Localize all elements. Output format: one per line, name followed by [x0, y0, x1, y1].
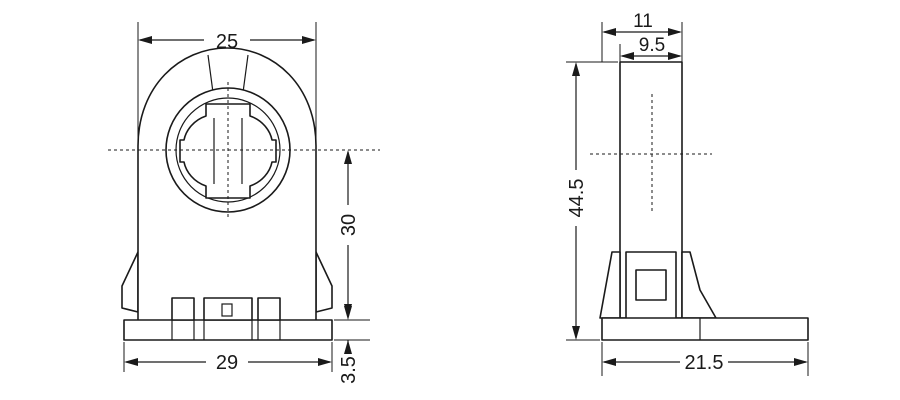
socket-slot	[213, 118, 243, 184]
side-base-plate	[601, 317, 809, 341]
dim-9-5-arrow-left	[620, 52, 634, 60]
dim-29-arrow-right	[318, 358, 332, 366]
left-latch	[121, 251, 139, 313]
dim-25-label: 25	[216, 31, 238, 53]
front-view: 25 30 29 3.5	[108, 22, 380, 384]
dim-21-5-arrow-right	[794, 358, 808, 366]
dim-25-arrow-right	[302, 36, 316, 44]
dim-3-5-arrow-top	[344, 306, 352, 320]
dim-9-5-arrow-right	[668, 52, 682, 60]
dim-44-5-label: 44.5	[566, 179, 588, 218]
dim-21-5-label: 21.5	[685, 352, 724, 374]
dim-29-arrow-left	[124, 358, 138, 366]
dim-21-5-arrow-left	[602, 358, 616, 366]
base-dividers	[171, 320, 281, 340]
terminal-center-pin	[221, 303, 233, 317]
dim-30-arrow-top	[344, 150, 352, 164]
dim-9-5-label: 9.5	[639, 35, 665, 56]
dim-25-arrow-left	[138, 36, 152, 44]
terminal-center	[203, 297, 253, 321]
side-latch-window	[635, 269, 667, 301]
dim-29-label: 29	[216, 352, 238, 374]
dim-11-arrow-right	[668, 28, 682, 36]
dim-44-5-arrow-bottom	[572, 326, 580, 340]
side-view: 11 9.5 44.5 21.5	[566, 11, 809, 376]
dim-44-5-arrow-top	[572, 62, 580, 76]
terminal-right	[257, 297, 281, 321]
dim-30-label: 30	[338, 214, 360, 236]
dim-3-5-arrow-bottom	[344, 340, 352, 354]
side-foot	[599, 251, 717, 323]
right-latch	[315, 251, 333, 313]
terminal-left	[171, 297, 195, 321]
base-plate	[123, 319, 333, 341]
dim-3-5-label: 3.5	[338, 356, 360, 384]
dim-11-label: 11	[633, 11, 653, 32]
dim-11-arrow-left	[602, 28, 616, 36]
